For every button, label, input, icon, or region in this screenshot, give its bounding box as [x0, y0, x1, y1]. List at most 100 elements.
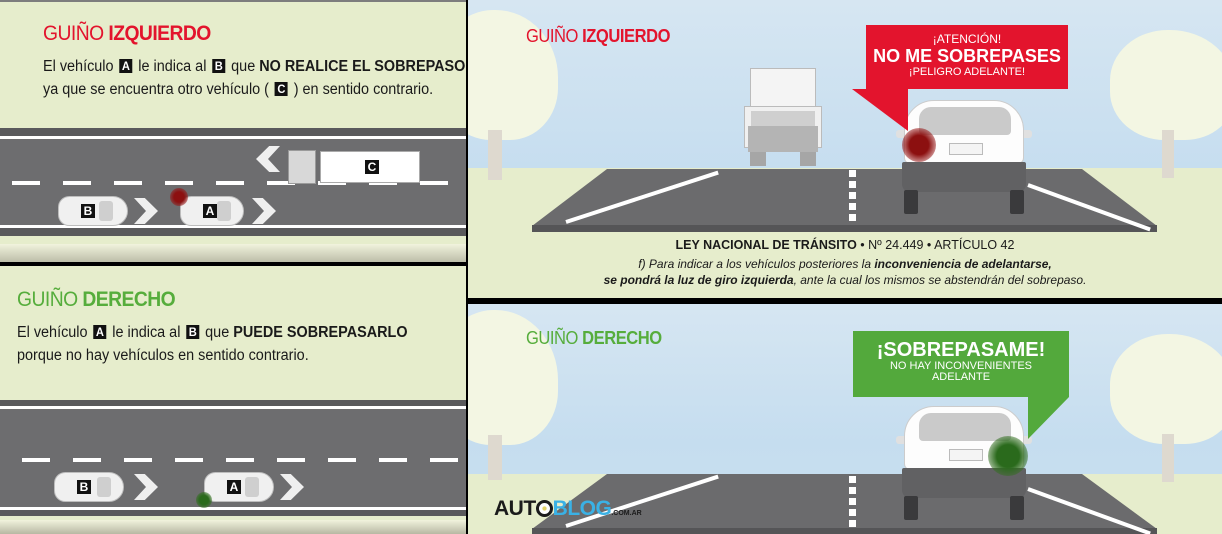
law-number: • Nº 24.449 • ARTÍCULO 42	[856, 238, 1015, 252]
scene-title: GUIÑO IZQUIERDO	[526, 26, 670, 47]
emphasis: NO REALICE EL SOBREPASO	[259, 58, 466, 75]
explanation-line-2: ya que se encuentra otro vehículo ( C ) …	[43, 79, 433, 101]
car-window	[97, 477, 111, 497]
go-ahead-bubble: ¡SOBREPASAME! NO HAY INCONVENIENTES ADEL…	[853, 331, 1069, 397]
text: El vehículo	[43, 58, 114, 75]
scene-left-blinker: GUIÑO IZQUIERDO ¡ATENCIÓN! NO ME SOBREPA…	[468, 0, 1222, 298]
bubble-line-1: ¡ATENCIÓN!	[932, 32, 1002, 46]
center-lane-dashes	[849, 476, 856, 530]
title-light: GUIÑO	[526, 26, 583, 46]
explanation-line-1: El vehículo A le indica al B que NO REAL…	[43, 56, 465, 78]
vehicle-tag-a: A	[203, 204, 217, 218]
vehicle-a-rear-view	[896, 100, 1032, 218]
warning-bubble: ¡ATENCIÓN! NO ME SOBREPASES ¡PELIGRO ADE…	[866, 25, 1068, 89]
vehicle-b-car: B	[58, 196, 128, 226]
panel-shadow	[0, 244, 466, 262]
vehicle-tag-b: B	[212, 59, 226, 73]
law-text-line-1: f) Para indicar a los vehículos posterio…	[468, 256, 1222, 272]
vehicle-a-car: A	[204, 472, 274, 502]
truck-cab	[288, 150, 316, 184]
road-edge	[532, 528, 1157, 534]
vehicle-a-rear-view	[896, 406, 1032, 524]
text: f) Para indicar a los vehículos posterio…	[638, 257, 875, 271]
text: ) en sentido contrario.	[293, 81, 434, 98]
vehicle-tag-c: C	[274, 82, 288, 96]
text: que	[205, 324, 230, 341]
truck-grill	[748, 126, 818, 152]
vehicle-tag-b: B	[186, 325, 200, 339]
vehicle-tag-b: B	[77, 480, 91, 494]
vehicle-tag-a: A	[93, 325, 107, 339]
road-diagram: C B A	[0, 128, 466, 236]
direction-arrow-right-icon	[280, 474, 304, 500]
text: El vehículo	[17, 324, 88, 341]
text: porque no hay vehículos en sentido contr…	[17, 347, 309, 364]
road-edge	[532, 225, 1157, 232]
left-panel-left-blinker: GUIÑO IZQUIERDO El vehículo A le indica …	[0, 0, 466, 262]
tree-trunk	[488, 435, 502, 480]
center-lane-dashes	[849, 170, 856, 224]
road-edge-line	[0, 406, 466, 409]
tree-trunk	[488, 130, 502, 180]
car-window	[99, 201, 113, 221]
car-rear-window	[919, 107, 1011, 135]
road-edge-line	[0, 225, 466, 228]
explanation-line-2: porque no hay vehículos en sentido contr…	[17, 345, 309, 367]
right-blinker-light-icon	[196, 492, 212, 508]
bubble-line-3: ¡PELIGRO ADELANTE!	[908, 66, 1026, 78]
vehicle-a-car: A	[180, 196, 244, 226]
tree-left	[468, 310, 568, 480]
truck-wheel	[800, 152, 816, 166]
direction-arrow-right-icon	[134, 198, 158, 224]
title-bold: DERECHO	[82, 288, 176, 311]
scene-right-blinker: GUIÑO DERECHO ¡SOBREPASAME! NO HAY INCON…	[468, 304, 1222, 534]
bubble-line-3: ADELANTE	[931, 371, 991, 383]
car-license-plate	[949, 449, 983, 461]
truck-cargo-box	[750, 68, 816, 108]
road-diagram: B A	[0, 400, 466, 516]
text: le indica al	[112, 324, 181, 341]
car-tire	[1010, 190, 1024, 214]
left-blinker-light-icon	[170, 188, 188, 206]
panel-title: GUIÑO DERECHO	[17, 288, 176, 312]
left-blinker-light-icon	[902, 128, 936, 162]
lane-divider	[0, 458, 466, 462]
car-mirror	[896, 130, 908, 138]
lane-divider	[0, 181, 456, 185]
tree-trunk	[1162, 434, 1174, 482]
tree-crown	[1110, 30, 1222, 140]
title-bold: DERECHO	[582, 328, 662, 348]
text: , ante la cual los mismos se abstendrán …	[793, 273, 1087, 287]
bubble-line-2: NO HAY INCONVENIENTES	[889, 360, 1032, 372]
tree-right	[1110, 334, 1222, 484]
logo-text-blog: BLOG	[552, 497, 612, 520]
vehicle-tag-b: B	[81, 204, 95, 218]
law-text-line-2: se pondrá la luz de giro izquierda, ante…	[468, 272, 1222, 288]
logo-domain: .COM.AR	[611, 510, 642, 517]
emphasis: inconveniencia de adelantarse,	[874, 257, 1052, 271]
bubble-tail	[1028, 397, 1069, 439]
vehicle-tag-c: C	[365, 160, 379, 174]
right-blinker-light-icon	[988, 436, 1028, 476]
tree-crown	[1110, 334, 1222, 444]
title-light: GUIÑO	[43, 22, 109, 45]
car-mirror	[1020, 436, 1032, 444]
oncoming-truck	[744, 68, 824, 168]
emphasis: PUEDE SOBREPASARLO	[233, 324, 408, 341]
car-tire	[904, 496, 918, 520]
car-bumper	[902, 162, 1026, 192]
car-tire	[904, 190, 918, 214]
direction-arrow-right-icon	[252, 198, 276, 224]
vehicle-tag-a: A	[119, 59, 133, 73]
title-bold: IZQUIERDO	[108, 22, 211, 45]
scene-title: GUIÑO DERECHO	[526, 328, 662, 349]
bubble-line-2: NO ME SOBREPASES	[873, 46, 1061, 66]
truck-box: C	[320, 151, 420, 183]
text: que	[231, 58, 256, 75]
road-edge-line	[0, 136, 466, 139]
truck-wheel	[750, 152, 766, 166]
title-light: GUIÑO	[526, 328, 583, 348]
direction-arrow-right-icon	[134, 474, 158, 500]
text: ya que se encuentra otro vehículo (	[43, 81, 269, 98]
law-heading: LEY NACIONAL DE TRÁNSITO • Nº 24.449 • A…	[468, 238, 1222, 252]
